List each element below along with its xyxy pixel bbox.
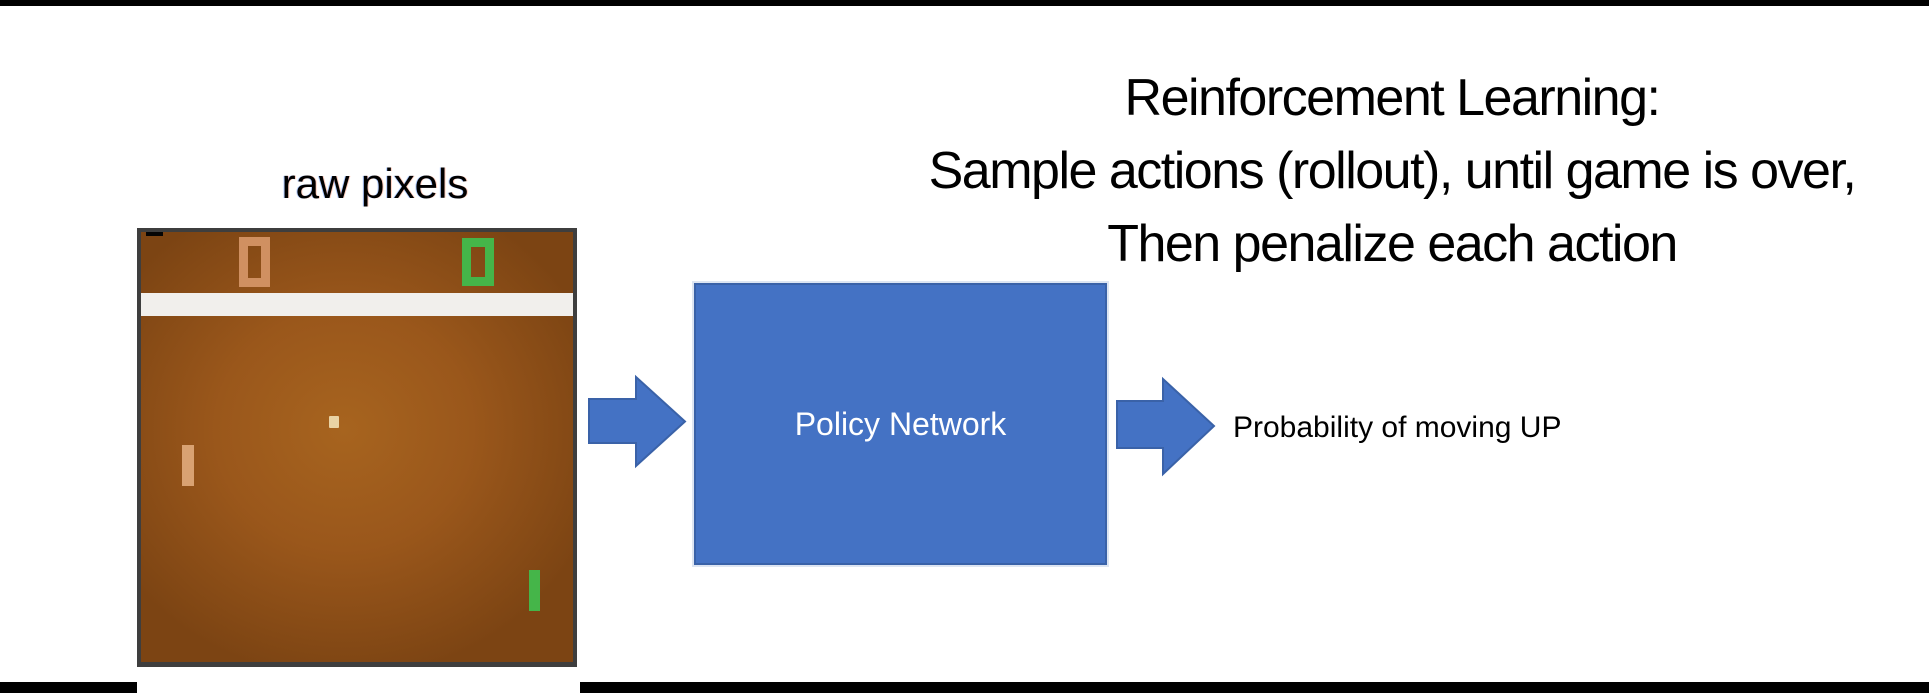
left-score-zero xyxy=(239,237,270,287)
right-paddle xyxy=(529,570,540,611)
output-arrow-icon xyxy=(1116,376,1216,477)
policy-network-label: Policy Network xyxy=(794,405,1007,442)
right-score-zero xyxy=(462,238,494,286)
left-paddle xyxy=(182,445,194,486)
policy-network-box: Policy Network xyxy=(694,283,1107,565)
corner-mark xyxy=(146,232,163,236)
letterbox-bottom-right-bar xyxy=(580,682,1929,693)
title-line-3: Then penalize each action xyxy=(1107,215,1678,273)
ball xyxy=(329,416,339,428)
letterbox-top-bar xyxy=(0,0,1929,6)
top-wall xyxy=(141,293,573,316)
letterbox-bottom-left-bar xyxy=(0,682,137,693)
pong-game-screenshot xyxy=(137,228,577,667)
probability-output-label: Probability of moving UP xyxy=(1233,411,1562,444)
title-line-1: Reinforcement Learning: xyxy=(1124,69,1661,127)
slide-title: Reinforcement Learning: Sample actions (… xyxy=(822,62,1929,281)
input-arrow-icon xyxy=(588,374,687,469)
title-line-2: Sample actions (rollout), until game is … xyxy=(928,142,1857,200)
raw-pixels-caption: raw pixels xyxy=(281,160,469,207)
